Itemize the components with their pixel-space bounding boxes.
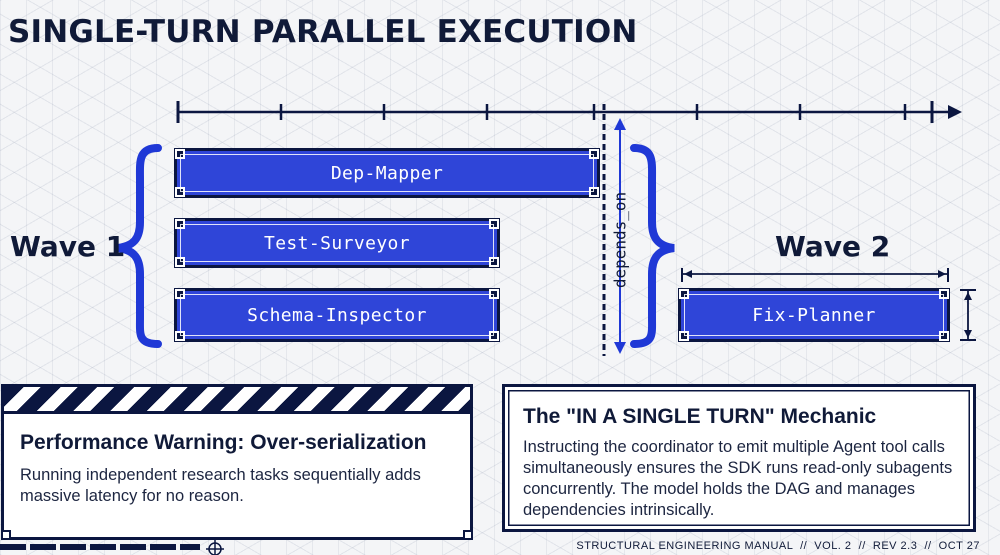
agent-bar-test-surveyor: Test-Surveyor (174, 218, 500, 268)
mechanic-title: The "IN A SINGLE TURN" Mechanic (523, 405, 877, 428)
corner-marker (489, 219, 499, 229)
agent-bar-dep-mapper: Dep-Mapper (174, 148, 600, 198)
fix-planner-width-dimension (681, 268, 949, 282)
performance-warning-panel: Performance Warning: Over-serialization … (1, 384, 473, 540)
corner-marker (1, 530, 11, 540)
corner-marker (939, 289, 949, 299)
wave-separator-brace (630, 144, 675, 348)
corner-marker (589, 149, 599, 159)
corner-marker (175, 219, 185, 229)
corner-marker (489, 257, 499, 267)
agent-label: Test-Surveyor (263, 232, 411, 254)
corner-marker (679, 289, 689, 299)
corner-marker (175, 331, 185, 341)
corner-marker (679, 331, 689, 341)
corner-marker (175, 149, 185, 159)
corner-marker (489, 289, 499, 299)
dependency-label: depends_on (610, 191, 630, 289)
corner-marker (175, 187, 185, 197)
corner-marker (463, 530, 473, 540)
corner-marker (489, 331, 499, 341)
footer-text: STRUCTURAL ENGINEERING MANUAL // VOL. 2 … (576, 540, 980, 552)
corner-marker (589, 187, 599, 197)
dependency-arrow (614, 118, 626, 354)
agent-bar-fix-planner: Fix-Planner (678, 288, 950, 342)
fix-planner-height-dimension (960, 289, 976, 341)
timeline-diagram (117, 101, 976, 356)
mechanic-body: Instructing the coordinator to emit mult… (523, 438, 953, 519)
wave1-brace (117, 144, 162, 348)
warning-title: Performance Warning: Over-serialization (20, 431, 427, 454)
footer-rule (0, 544, 200, 550)
warning-body: Running independent research tasks seque… (20, 466, 421, 505)
timeline-axis (176, 101, 962, 123)
agent-label: Schema-Inspector (247, 304, 427, 326)
corner-marker (175, 289, 185, 299)
corner-marker (939, 331, 949, 341)
page-title: SINGLE-TURN PARALLEL EXECUTION (8, 14, 638, 50)
agent-label: Dep-Mapper (330, 162, 444, 184)
corner-marker (175, 257, 185, 267)
hazard-stripe (4, 387, 470, 414)
compass-icon (206, 540, 224, 555)
wave2-label: Wave 2 (775, 230, 891, 263)
wave1-label: Wave 1 (10, 230, 126, 263)
agent-bar-schema-inspector: Schema-Inspector (174, 288, 500, 342)
agent-label: Fix-Planner (752, 304, 876, 326)
single-turn-mechanic-panel: The "IN A SINGLE TURN" Mechanic Instruct… (502, 384, 976, 532)
